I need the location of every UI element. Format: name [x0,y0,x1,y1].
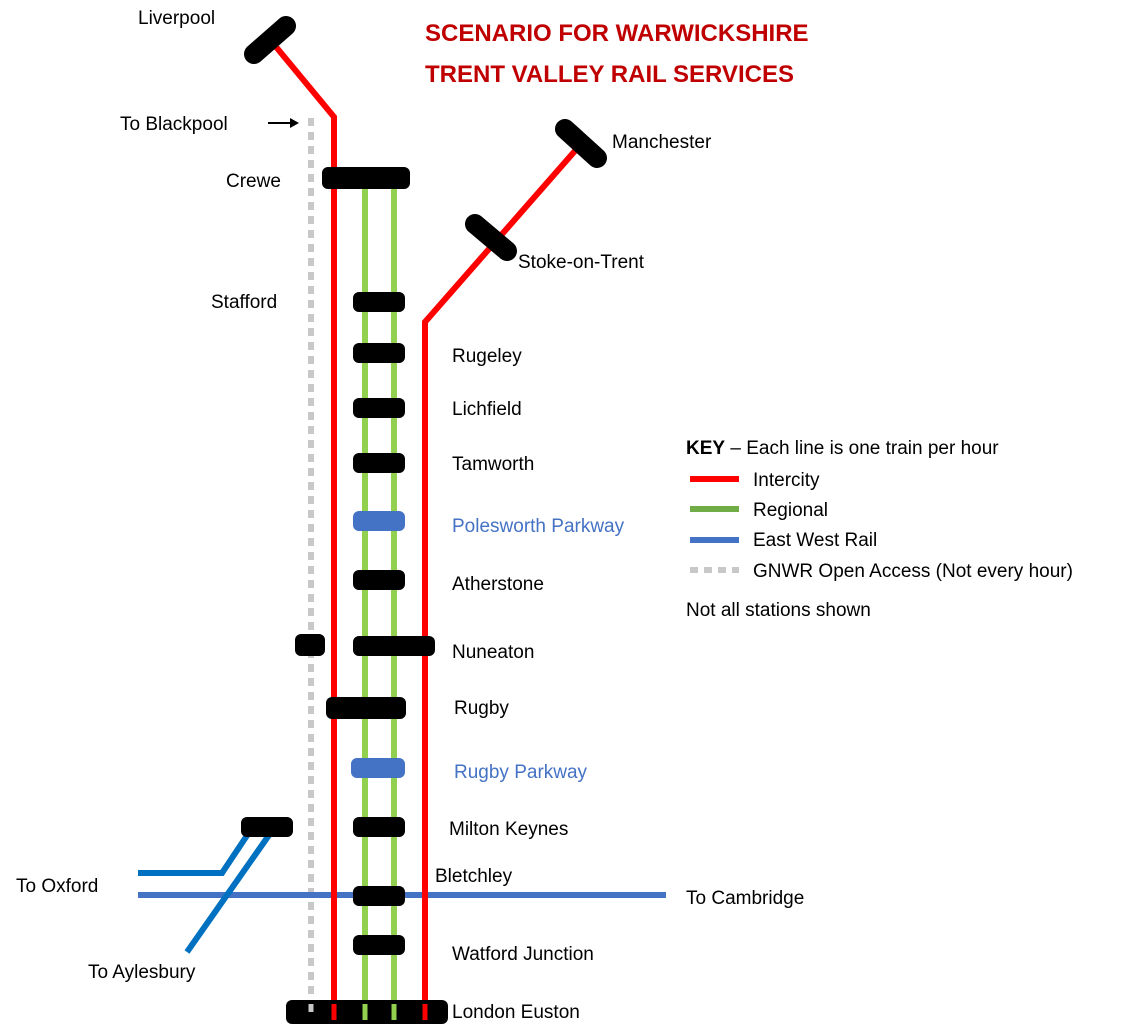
label-euston: London Euston [452,1002,580,1023]
label-crewe: Crewe [226,171,281,192]
label-rugeley: Rugeley [452,346,522,367]
station-marker-manchester [555,119,607,168]
label-liverpool: Liverpool [138,8,215,29]
station-marker-rugby-parkway [351,758,405,778]
label-to-cambridge: To Cambridge [686,888,804,909]
arrow-right-icon [268,118,299,128]
station-marker-stafford [353,292,405,312]
label-milton-keynes: Milton Keynes [449,819,568,840]
station-marker-nuneaton-gnwr [295,634,325,656]
legend-label-east-west-rail: East West Rail [753,530,877,551]
label-manchester: Manchester [612,132,712,153]
legend-heading: KEY – Each line is one train per hour [686,438,999,459]
label-to-blackpool: To Blackpool [120,114,228,135]
station-marker-stoke [465,214,517,261]
label-rugby: Rugby [454,698,509,719]
label-stafford: Stafford [211,292,277,313]
legend-heading-bold: KEY [686,438,725,459]
station-marker-watford [353,935,405,955]
label-to-oxford: To Oxford [16,876,98,897]
legend-label-gnwr: GNWR Open Access (Not every hour) [753,561,1073,582]
station-marker-bletchley [353,886,405,906]
east-west-rail-aylesbury-branch [184,826,277,954]
station-marker-tamworth [353,453,405,473]
legend-note: Not all stations shown [686,600,871,621]
station-marker-crewe [322,167,410,189]
label-to-aylesbury: To Aylesbury [88,962,196,983]
station-marker-atherstone [353,570,405,590]
station-marker-rugeley [353,343,405,363]
label-lichfield: Lichfield [452,399,522,420]
station-marker-milton-keynes-ewr [241,817,293,837]
title-line-2: TRENT VALLEY RAIL SERVICES [425,61,794,88]
label-bletchley: Bletchley [435,866,513,887]
label-tamworth: Tamworth [452,454,534,475]
label-atherstone: Atherstone [452,574,544,595]
title-line-1: SCENARIO FOR WARWICKSHIRE [425,20,809,47]
label-polesworth-parkway: Polesworth Parkway [452,516,625,537]
label-watford: Watford Junction [452,944,594,965]
label-rugby-parkway: Rugby Parkway [454,762,588,783]
legend-heading-rest: – Each line is one train per hour [725,438,999,459]
label-nuneaton: Nuneaton [452,642,534,663]
legend-label-intercity: Intercity [753,470,820,491]
station-marker-liverpool [244,16,296,64]
station-marker-rugby [326,697,406,719]
legend-label-regional: Regional [753,500,828,521]
legend: KEY – Each line is one train per hour In… [686,438,1073,621]
east-west-rail-oxford-branch [138,826,255,876]
station-marker-milton-keynes [353,817,405,837]
intercity-line-manchester [422,142,584,1012]
station-marker-polesworth-parkway [353,511,405,531]
station-marker-nuneaton [353,636,435,656]
label-stoke: Stoke-on-Trent [518,252,645,273]
station-marker-lichfield [353,398,405,418]
